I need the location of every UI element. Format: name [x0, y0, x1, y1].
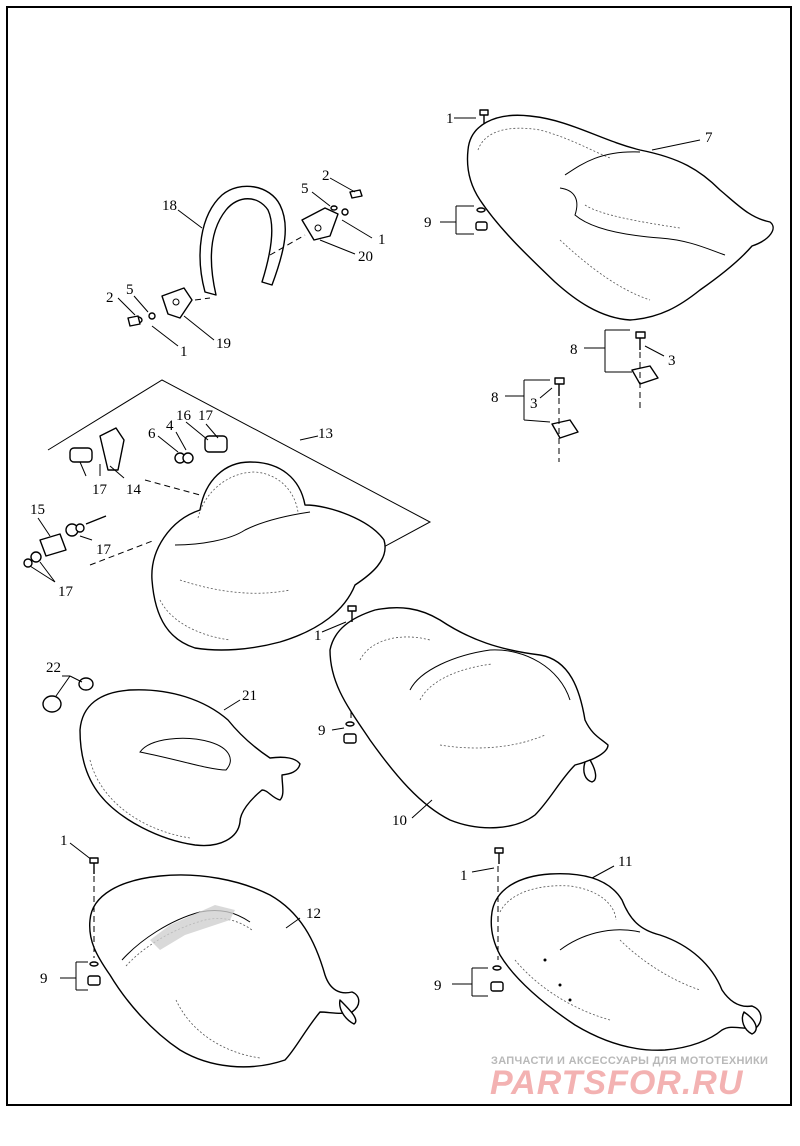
cap-part-22[interactable]: [42, 677, 94, 713]
callout-label: 6: [148, 426, 156, 442]
callout-label: 2: [322, 168, 330, 184]
callout-label: 4: [166, 418, 174, 434]
screw-icon: [490, 847, 504, 992]
screw-icon: [554, 331, 646, 396]
callout-label: 9: [434, 978, 442, 994]
callout-label: 14: [126, 482, 142, 498]
callout-label: 10: [392, 813, 407, 829]
callout-label: 18: [162, 198, 177, 214]
diagram-frame: [6, 6, 792, 1106]
callout-label: 17: [96, 542, 112, 558]
screw-icon: [479, 109, 489, 124]
clip-part-8[interactable]: [551, 365, 659, 439]
callout-label: 16: [176, 408, 192, 424]
callout-label: 8: [491, 390, 499, 406]
callout-label: 1: [314, 628, 322, 644]
callout-label: 21: [242, 688, 257, 704]
seat-part-21[interactable]: [79, 689, 301, 847]
seat-part-10[interactable]: [329, 607, 609, 829]
callout-label: 11: [618, 854, 632, 870]
knob-part-14[interactable]: [99, 427, 125, 471]
watermark-tagline: ЗАПЧАСТИ И АКСЕССУАРЫ ДЛЯ МОТОТЕХНИКИ: [491, 1055, 768, 1067]
callout-label: 3: [668, 353, 676, 369]
callout-label: 3: [530, 396, 538, 412]
callout-label: 1: [60, 833, 68, 849]
callout-label: 9: [318, 723, 326, 739]
callout-label: 20: [358, 249, 373, 265]
callout-label: 15: [30, 502, 45, 518]
callout-label: 1: [460, 868, 468, 884]
watermark-logo: PARTSFOR.RU: [490, 1064, 744, 1102]
callout-label: 13: [318, 426, 333, 442]
bracket-part-20[interactable]: [301, 207, 339, 241]
callout-label: 17: [58, 584, 74, 600]
screw-icon: [343, 605, 357, 744]
callout-label: 5: [126, 282, 134, 298]
seat-part-7[interactable]: [466, 114, 774, 321]
seat-part-11[interactable]: [490, 873, 762, 1051]
callout-label: 19: [216, 336, 231, 352]
callout-label: 9: [40, 971, 48, 987]
bushing-icon: [23, 435, 228, 568]
callout-label: 1: [446, 111, 454, 127]
callout-label: 5: [301, 181, 309, 197]
bracket-part-19[interactable]: [161, 287, 193, 319]
backrest-bar-part-18[interactable]: [199, 185, 286, 296]
seat-part-12[interactable]: [89, 874, 360, 1068]
callout-label: 2: [106, 290, 114, 306]
callout-label: 9: [424, 215, 432, 231]
callout-label: 12: [306, 906, 321, 922]
screw-icon: [87, 857, 101, 986]
callout-label: 17: [198, 408, 214, 424]
grommet-icon: [475, 207, 488, 231]
callout-label: 7: [705, 130, 713, 146]
callout-label: 1: [180, 344, 188, 360]
callout-label: 8: [570, 342, 578, 358]
screw-icon: [127, 189, 363, 327]
callout-label: 17: [92, 482, 108, 498]
backrest-part-13[interactable]: [151, 461, 386, 651]
callout-label: 22: [46, 660, 61, 676]
callout-label: 1: [378, 232, 386, 248]
